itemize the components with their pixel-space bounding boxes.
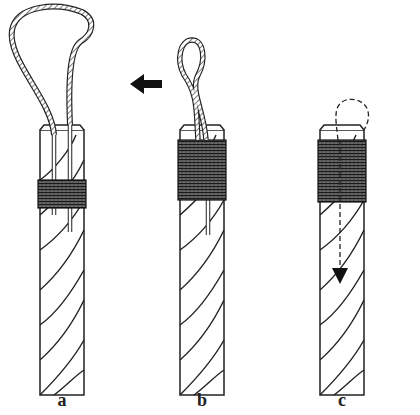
panel-letter: c xyxy=(327,390,357,410)
panel-letter: b xyxy=(187,390,217,410)
rope-c xyxy=(318,99,369,395)
rope-b xyxy=(130,40,226,395)
rope-a xyxy=(12,7,92,395)
panel-letter: a xyxy=(47,390,77,410)
